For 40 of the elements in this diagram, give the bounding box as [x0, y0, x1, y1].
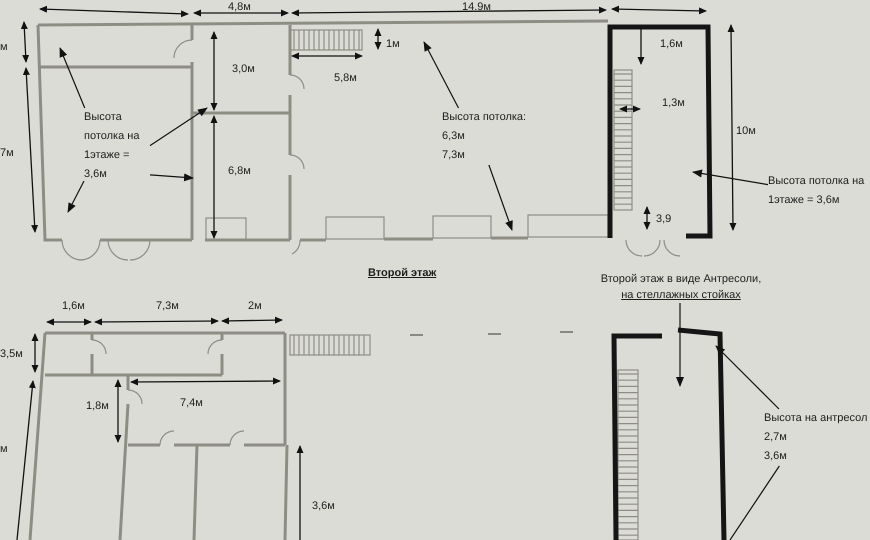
callout-text: Высота потолка на 1этаже = 3,6м	[84, 110, 140, 182]
callout-text: 2,7м	[764, 430, 787, 445]
leader-arrow	[423, 41, 460, 108]
leader-arrow	[150, 173, 194, 182]
dimension-label: 1,3м	[662, 96, 685, 110]
callout-text: 3,6м	[764, 449, 787, 464]
dimension-label: м	[0, 40, 8, 54]
dimension-label: 14.9м	[462, 0, 491, 14]
callout-text: 7,3м	[442, 148, 465, 163]
dimension-label: 3,5м	[0, 347, 23, 361]
leader-arrow	[676, 303, 684, 387]
leader-arrow	[488, 164, 513, 231]
dimension-label: м	[0, 442, 8, 456]
dimension-label: 10м	[736, 124, 756, 138]
dimension-label: 7,4м	[180, 396, 203, 410]
leader-arrow	[67, 180, 85, 213]
callout-text: Высота на антресол	[764, 411, 868, 426]
dimension-label: 4,8м	[228, 0, 251, 14]
callout-text: 6,3м	[442, 129, 465, 144]
leader-arrow	[715, 345, 780, 410]
section-heading: Второй этаж	[368, 266, 436, 280]
dimension-label: 6,8м	[228, 164, 251, 178]
leader-arrow	[150, 107, 208, 146]
callout-text: Второй этаж в виде Антресоли,	[600, 272, 762, 287]
dimension-label: 3,0м	[232, 62, 255, 76]
dimension-label: 3,9	[656, 212, 672, 226]
callout-text: на стеллажных стойках	[621, 288, 741, 303]
dimension-label: 1,6м	[660, 37, 683, 51]
callout-text: Высота потолка:	[442, 110, 526, 125]
dimension-label: 1,8м	[86, 399, 109, 413]
leader-arrow	[692, 170, 768, 186]
dimension-label: 7,3м	[156, 299, 179, 313]
dimension-label: 1,6м	[62, 299, 85, 313]
dimension-label: 2м	[248, 299, 262, 313]
dimension-label: 1м	[386, 37, 400, 51]
dimension-label: 3,6м	[312, 499, 335, 513]
dimension-label: 7м	[0, 146, 14, 160]
callout-text: Высота потолка на 1этаже = 3,6м	[768, 174, 866, 208]
leader-arrow	[59, 47, 86, 108]
dimension-label: 5,8м	[334, 71, 357, 85]
